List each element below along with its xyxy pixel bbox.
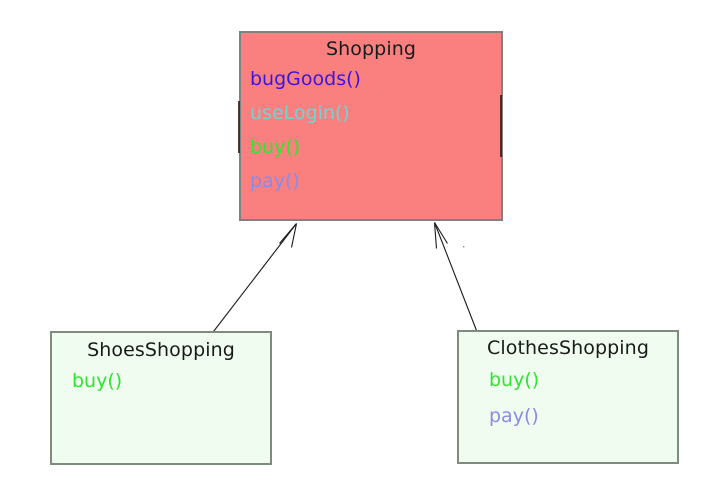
edge-shoes-to-shopping[interactable] [213,223,298,332]
class-title-shopping: Shopping [325,38,417,60]
member-pay: pay() [250,170,300,192]
member-list-clothesshopping: buy() pay() [459,369,677,428]
member-buggoods: bugGoods() [250,68,361,90]
border-artifact-left [238,101,240,153]
class-box-shopping[interactable]: Shopping bugGoods() useLogin() buy() pay… [239,31,503,221]
member-buy: buy() [489,369,540,391]
class-title-shoesshopping: ShoesShopping [87,339,235,361]
member-list-shopping: bugGoods() useLogin() buy() pay() [241,68,501,193]
border-artifact-right [500,95,502,157]
class-title-clothesshopping: ClothesShopping [487,337,649,359]
render-speck [463,246,465,248]
member-pay: pay() [489,405,539,427]
member-buy: buy() [72,370,123,392]
member-uselogin: useLogin() [250,102,350,124]
member-buy: buy() [250,136,301,158]
member-list-shoesshopping: buy() [52,370,270,393]
class-box-clothesshopping[interactable]: ClothesShopping buy() pay() [457,330,679,464]
class-box-shoesshopping[interactable]: ShoesShopping buy() [50,331,272,465]
edge-clothes-to-shopping[interactable] [433,222,478,331]
